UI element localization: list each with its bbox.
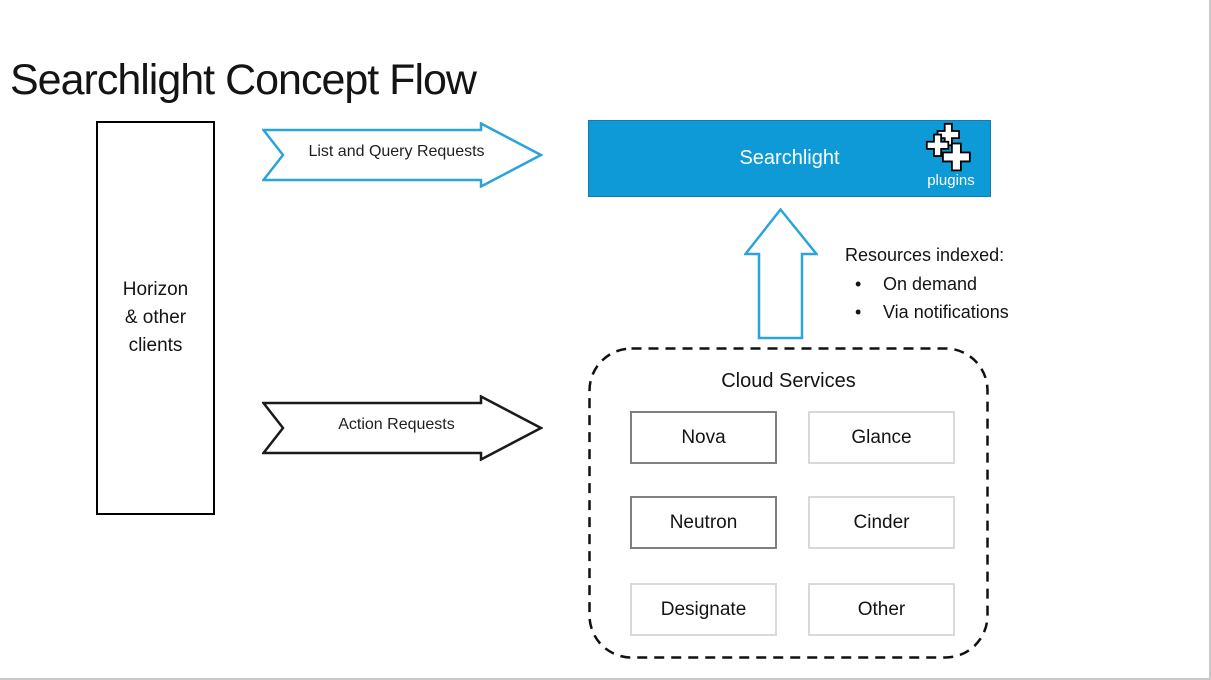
- block-arrow-up-icon: [744, 208, 818, 340]
- clients-box-label: Horizon & other clients: [122, 279, 189, 356]
- service-box-designate: Designate: [630, 583, 777, 636]
- plugins-label: plugins: [927, 172, 975, 189]
- plugins-stack-icon: [925, 122, 971, 172]
- page-title: Searchlight Concept Flow: [10, 56, 477, 104]
- searchlight-box: Searchlight plugins: [588, 120, 991, 197]
- service-label: Other: [857, 598, 906, 620]
- service-label: Nova: [681, 426, 726, 448]
- service-label: Glance: [851, 426, 912, 448]
- list-query-arrow-label: List and Query Requests: [308, 143, 485, 160]
- action-arrow-label: Action Requests: [338, 416, 455, 433]
- block-arrow-right-icon: [262, 395, 543, 461]
- clients-box: Horizon & other clients: [96, 121, 215, 515]
- resources-heading: Resources indexed:: [845, 245, 1005, 265]
- service-label: Neutron: [669, 511, 738, 533]
- bullet-icon: •: [855, 302, 862, 322]
- service-box-other: Other: [808, 583, 955, 636]
- cloud-services-boundary: [588, 347, 989, 659]
- action-arrow: Action Requests: [262, 395, 543, 461]
- cloud-services-title: Cloud Services: [721, 370, 856, 392]
- service-box-cinder: Cinder: [808, 496, 955, 549]
- resources-bullet: • On demand: [845, 270, 1009, 298]
- resources-bullet: • Via notifications: [845, 298, 1009, 326]
- service-box-glance: Glance: [808, 411, 955, 464]
- service-label: Designate: [660, 598, 747, 620]
- resources-bullet-text: On demand: [883, 274, 978, 294]
- list-query-arrow: List and Query Requests: [262, 122, 543, 188]
- service-box-nova: Nova: [630, 411, 777, 464]
- plugins-badge: plugins: [922, 122, 980, 189]
- bullet-icon: •: [855, 274, 862, 294]
- resources-note: Resources indexed: • On demand • Via not…: [845, 242, 1009, 326]
- searchlight-label: Searchlight: [739, 147, 840, 169]
- resources-bullet-text: Via notifications: [883, 302, 1009, 322]
- resources-bullet-list: • On demand • Via notifications: [845, 270, 1009, 326]
- service-box-neutron: Neutron: [630, 496, 777, 549]
- block-arrow-right-icon: [262, 122, 543, 188]
- service-label: Cinder: [853, 511, 910, 533]
